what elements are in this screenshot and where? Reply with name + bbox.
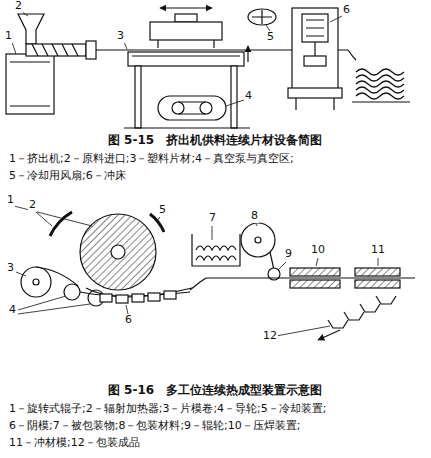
legend-line: 6－阴模;7－被包装物;8－包装材料;9－辊轮;10－压焊装置; [8,420,302,433]
legend-line: 5－冷却用风扇;6－冲床 [8,170,127,183]
callout-number: 5 [158,204,167,217]
callout-number: 1 [6,194,15,207]
callout-number: 1 [4,30,13,43]
legend-line: 1－旋转式辊子;2－辐射加热器;3－片模卷;4－导轮;5－冷却装置; [8,403,328,416]
callout-number: 11 [370,244,386,257]
callout-number: 5 [266,31,275,44]
callout-number: 4 [8,304,17,317]
legend-line: 1－挤出机;2－原料进口;3－塑料片材;4－真空泵与真空区; [8,153,295,166]
callout-number: 6 [124,314,133,327]
figure-caption: 图 5-16 多工位连续热成型装置示意图 [107,384,323,398]
callout-number: 3 [116,30,125,43]
callout-number: 4 [244,90,253,103]
callout-number: 2 [28,199,37,212]
callout-number: 12 [262,330,278,343]
callout-number: 9 [284,248,293,261]
legend-line: 11－冲材模;12－包装成品 [8,437,141,450]
callout-number: 6 [342,4,351,17]
callout-number: 7 [208,212,217,225]
callout-number: 3 [6,262,15,275]
callout-number: 10 [310,244,326,257]
figure-caption: 图 5-15 挤出机供料连续片材设备简图 [107,134,323,148]
callout-number: 8 [250,210,259,223]
callout-number: 2 [14,0,23,13]
